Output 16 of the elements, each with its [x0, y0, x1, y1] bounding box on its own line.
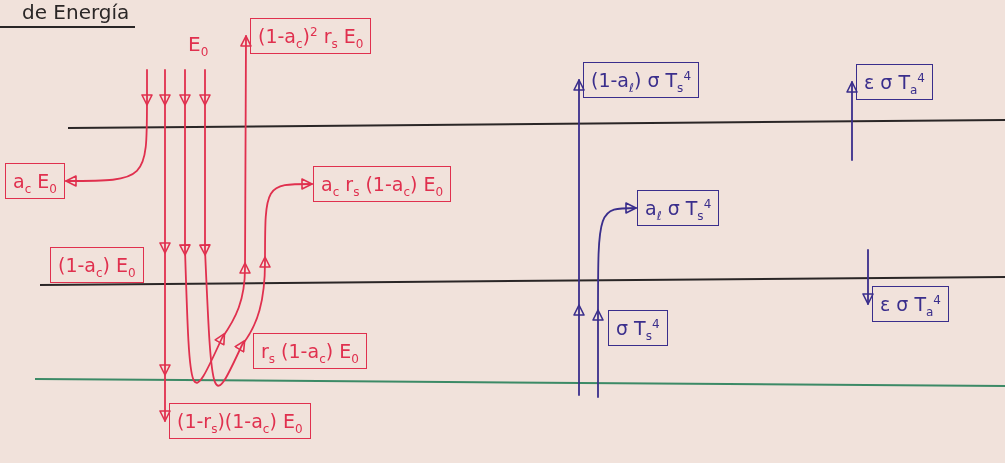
flux-arrow [862, 249, 874, 305]
flux-arrow [179, 35, 252, 384]
formula-box: (1-a$_{c}$) E$_{0}$ [50, 247, 144, 283]
flux-arrow [573, 79, 585, 396]
formula-box: r$_{s}$ (1-a$_{c}$) E$_{0}$ [253, 333, 367, 369]
formula-box: a$_{c}$ E$_{0}$ [5, 163, 65, 199]
flux-arrow [846, 81, 858, 161]
formula-box: (1-a$_{c}$)$^{2}$ r$_{s}$ E$_{0}$ [250, 18, 372, 54]
title: de Energía [0, 0, 136, 28]
formula-box: a$_{c}$ r$_{s}$ (1-a$_{c}$) E$_{0}$ [313, 166, 452, 202]
formula-box: (1-r$_{s}$)(1-a$_{c}$) E$_{0}$ [169, 403, 311, 439]
flux-arrow [65, 69, 153, 187]
flux-symbol-label: E$_{0}$ [188, 32, 209, 56]
flux-arrow [592, 202, 637, 398]
flux-arrow [199, 69, 313, 387]
flux-arrow [159, 69, 171, 422]
